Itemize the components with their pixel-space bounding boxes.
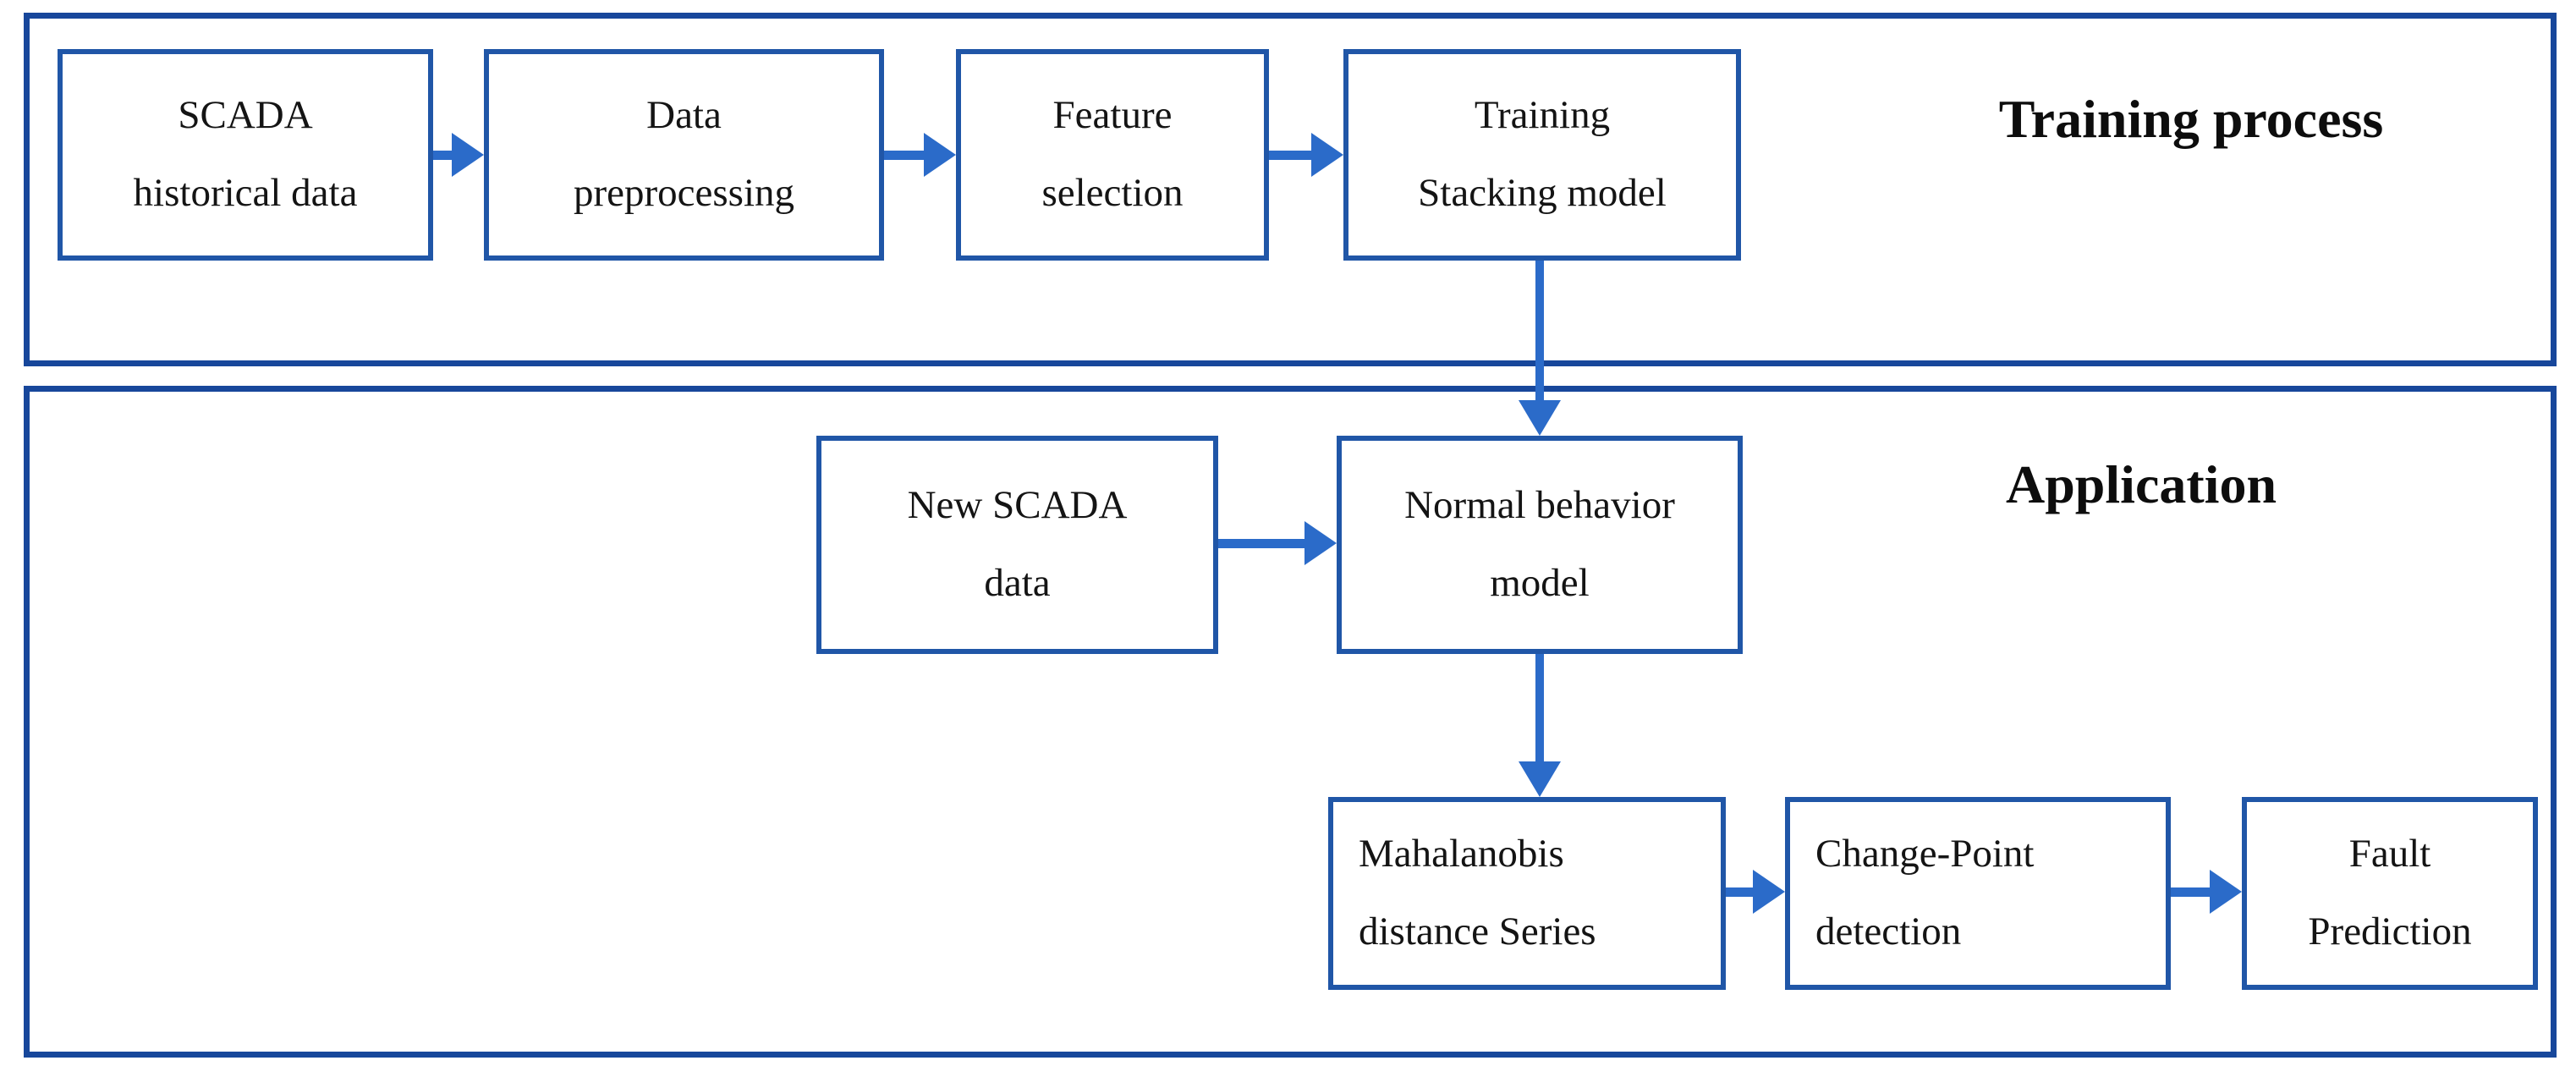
node-label-line: model xyxy=(1490,561,1590,605)
arrow-mahalanobis-to-changepoint-icon xyxy=(1726,869,1785,915)
node-label-line: New SCADA xyxy=(907,483,1128,528)
arrow-head-icon xyxy=(1519,761,1561,797)
arrow-head-icon xyxy=(452,133,484,177)
node-label-line: historical data xyxy=(133,171,358,215)
node-label-line: Stacking model xyxy=(1418,171,1667,215)
node-feature-selection: Feature selection xyxy=(956,49,1269,261)
arrow-normal-to-mahalanobis-icon xyxy=(1518,654,1562,797)
training-process-title: Training process xyxy=(1998,89,2384,149)
arrow-head-icon xyxy=(1753,870,1785,914)
node-label-line: selection xyxy=(1041,171,1184,215)
arrow-head-icon xyxy=(1519,400,1561,436)
application-title: Application xyxy=(2005,454,2277,514)
arrow-feature-to-training-icon xyxy=(1269,132,1343,178)
node-label-line: Change-Point xyxy=(1815,832,2035,876)
node-label-line: SCADA xyxy=(178,93,313,138)
arrow-changepoint-to-fault-icon xyxy=(2171,869,2242,915)
arrow-shaft xyxy=(884,150,924,160)
node-label-line: Prediction xyxy=(2308,909,2472,953)
arrow-newscada-to-normal-icon xyxy=(1218,520,1337,566)
node-scada-historical-data: SCADA historical data xyxy=(58,49,433,261)
arrow-preprocessing-to-feature-icon xyxy=(884,132,956,178)
arrow-shaft xyxy=(1218,538,1304,548)
node-label-line: Data xyxy=(646,93,722,138)
arrow-shaft xyxy=(2171,887,2210,897)
node-change-point-detection: Change-Point detection xyxy=(1785,797,2171,990)
node-label-line: Normal behavior xyxy=(1404,483,1675,528)
node-label-line: detection xyxy=(1815,909,1962,953)
arrow-shaft xyxy=(1726,887,1753,897)
arrow-scada-to-preprocessing-icon xyxy=(433,132,484,178)
arrow-head-icon xyxy=(1311,133,1343,177)
node-mahalanobis-distance-series: Mahalanobis distance Series xyxy=(1328,797,1726,990)
node-normal-behavior-model: Normal behavior model xyxy=(1337,436,1743,654)
node-label-line: distance Series xyxy=(1359,909,1596,953)
node-label-line: Fault xyxy=(2348,832,2431,876)
node-fault-prediction: Fault Prediction xyxy=(2242,797,2538,990)
arrow-shaft xyxy=(1269,150,1311,160)
arrow-head-icon xyxy=(2210,870,2242,914)
node-label-line: Feature xyxy=(1052,93,1173,138)
arrow-shaft xyxy=(1535,261,1544,400)
node-label-line: preprocessing xyxy=(573,171,795,215)
arrow-head-icon xyxy=(1304,521,1337,565)
node-label-line: Mahalanobis xyxy=(1359,832,1564,876)
node-new-scada-data: New SCADA data xyxy=(816,436,1218,654)
arrow-shaft xyxy=(433,150,452,160)
arrow-head-icon xyxy=(924,133,956,177)
node-data-preprocessing: Data preprocessing xyxy=(484,49,884,261)
node-label-line: Training xyxy=(1474,93,1611,138)
arrow-shaft xyxy=(1535,654,1544,761)
training-process-section xyxy=(24,13,2557,366)
node-label-line: data xyxy=(984,561,1051,605)
node-training-stacking-model: Training Stacking model xyxy=(1343,49,1741,261)
arrow-training-to-normal-icon xyxy=(1518,261,1562,436)
